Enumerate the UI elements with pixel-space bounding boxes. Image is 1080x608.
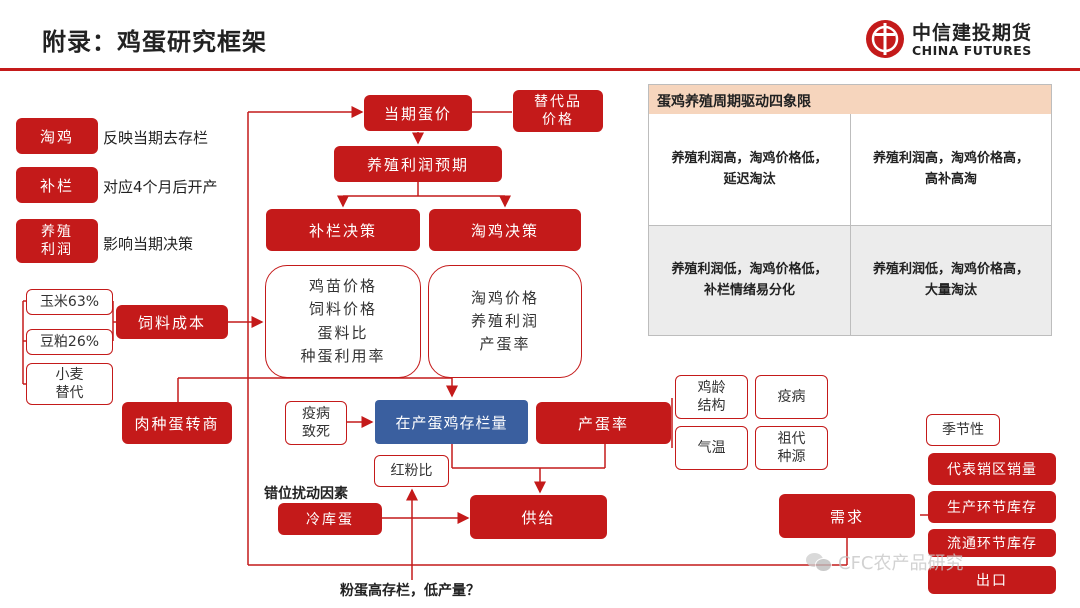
age-structure: 鸡龄 结构: [675, 375, 748, 419]
supply: 供给: [470, 495, 607, 539]
quadrant-cell-top-left: 养殖利润高，淘鸡价格低， 延迟淘汰: [671, 151, 828, 187]
feed-cost: 饲料成本: [116, 305, 228, 339]
logo-text-en: CHINA FUTURES: [912, 43, 1032, 58]
legend-tag-cull: 淘鸡: [16, 118, 98, 154]
quadrant-title: 蛋鸡养殖周期驱动四象限: [657, 94, 811, 110]
disease-death: 疫病 致死: [285, 401, 347, 445]
restock-decision: 补栏决策: [266, 209, 420, 251]
demand-export: 出口: [928, 566, 1056, 594]
quadrant-divider-v: [850, 114, 851, 335]
cull-decision: 淘鸡决策: [429, 209, 581, 251]
meat-to-egg-conversion: 肉种蛋转商: [122, 402, 232, 444]
page-title: 附录：鸡蛋研究框架: [42, 28, 267, 56]
legend-desc-restock: 对应4个月后开产: [103, 178, 218, 196]
disease-factor: 疫病: [755, 375, 828, 419]
feed-soymeal: 豆粕26%: [26, 329, 113, 355]
watermark: CFC农产品研究: [806, 548, 964, 576]
grandparent-stock: 祖代 种源: [755, 426, 828, 470]
legend-desc-profit: 影响当期决策: [103, 235, 194, 253]
legend-tag-restock: 补栏: [16, 167, 98, 203]
substitute-price: 替代品 价格: [513, 90, 603, 132]
demand-sales-region: 代表销区销量: [928, 453, 1056, 485]
watermark-text: CFC农产品研究: [838, 553, 964, 574]
demand-seasonality: 季节性: [926, 414, 1000, 446]
logo-mark-icon: [866, 20, 904, 58]
bottom-question: 粉蛋高存栏，低产量？: [340, 583, 480, 599]
demand-production-inventory: 生产环节库存: [928, 491, 1056, 523]
current-egg-price: 当期蛋价: [364, 95, 472, 131]
laying-rate: 产蛋率: [536, 402, 671, 444]
quadrant-cell-top-right: 养殖利润高，淘鸡价格高， 高补高淘: [872, 151, 1029, 187]
red-pink-ratio: 红粉比: [374, 455, 449, 487]
quadrant-cell-bottom-left: 养殖利润低，淘鸡价格低， 补栏情绪易分化: [671, 262, 828, 298]
offset-factor-label: 错位扰动因素: [264, 486, 348, 502]
feed-corn: 玉米63%: [26, 289, 113, 315]
cull-factors: 淘鸡价格 养殖利润 产蛋率: [428, 265, 582, 378]
demand-circulation-inventory: 流通环节库存: [928, 529, 1056, 557]
logo-text-cn: 中信建投期货: [912, 22, 1033, 44]
legend-desc-cull: 反映当期去存栏: [103, 129, 209, 147]
feed-wheat-substitute: 小麦 替代: [26, 363, 113, 405]
demand: 需求: [779, 494, 915, 538]
wechat-icon: [806, 551, 832, 573]
header-rule: [0, 68, 1080, 71]
temperature-factor: 气温: [675, 426, 748, 470]
quadrant-panel: 蛋鸡养殖周期驱动四象限 养殖利润高，淘鸡价格低， 延迟淘汰 养殖利润高，淘鸡价格…: [648, 84, 1052, 336]
company-logo: 中信建投期货 CHINA FUTURES: [864, 18, 1064, 62]
quadrant-header: [649, 85, 1051, 114]
cold-storage-eggs: 冷库蛋: [278, 503, 382, 535]
laying-hen-inventory: 在产蛋鸡存栏量: [375, 400, 528, 444]
quadrant-divider-h: [649, 225, 1051, 226]
quadrant-cell-bottom-right: 养殖利润低，淘鸡价格高， 大量淘汰: [872, 262, 1029, 298]
legend-tag-profit: 养殖 利润: [16, 219, 98, 263]
restock-factors: 鸡苗价格 饲料价格 蛋料比 种蛋利用率: [265, 265, 421, 378]
profit-expectation: 养殖利润预期: [334, 146, 502, 182]
